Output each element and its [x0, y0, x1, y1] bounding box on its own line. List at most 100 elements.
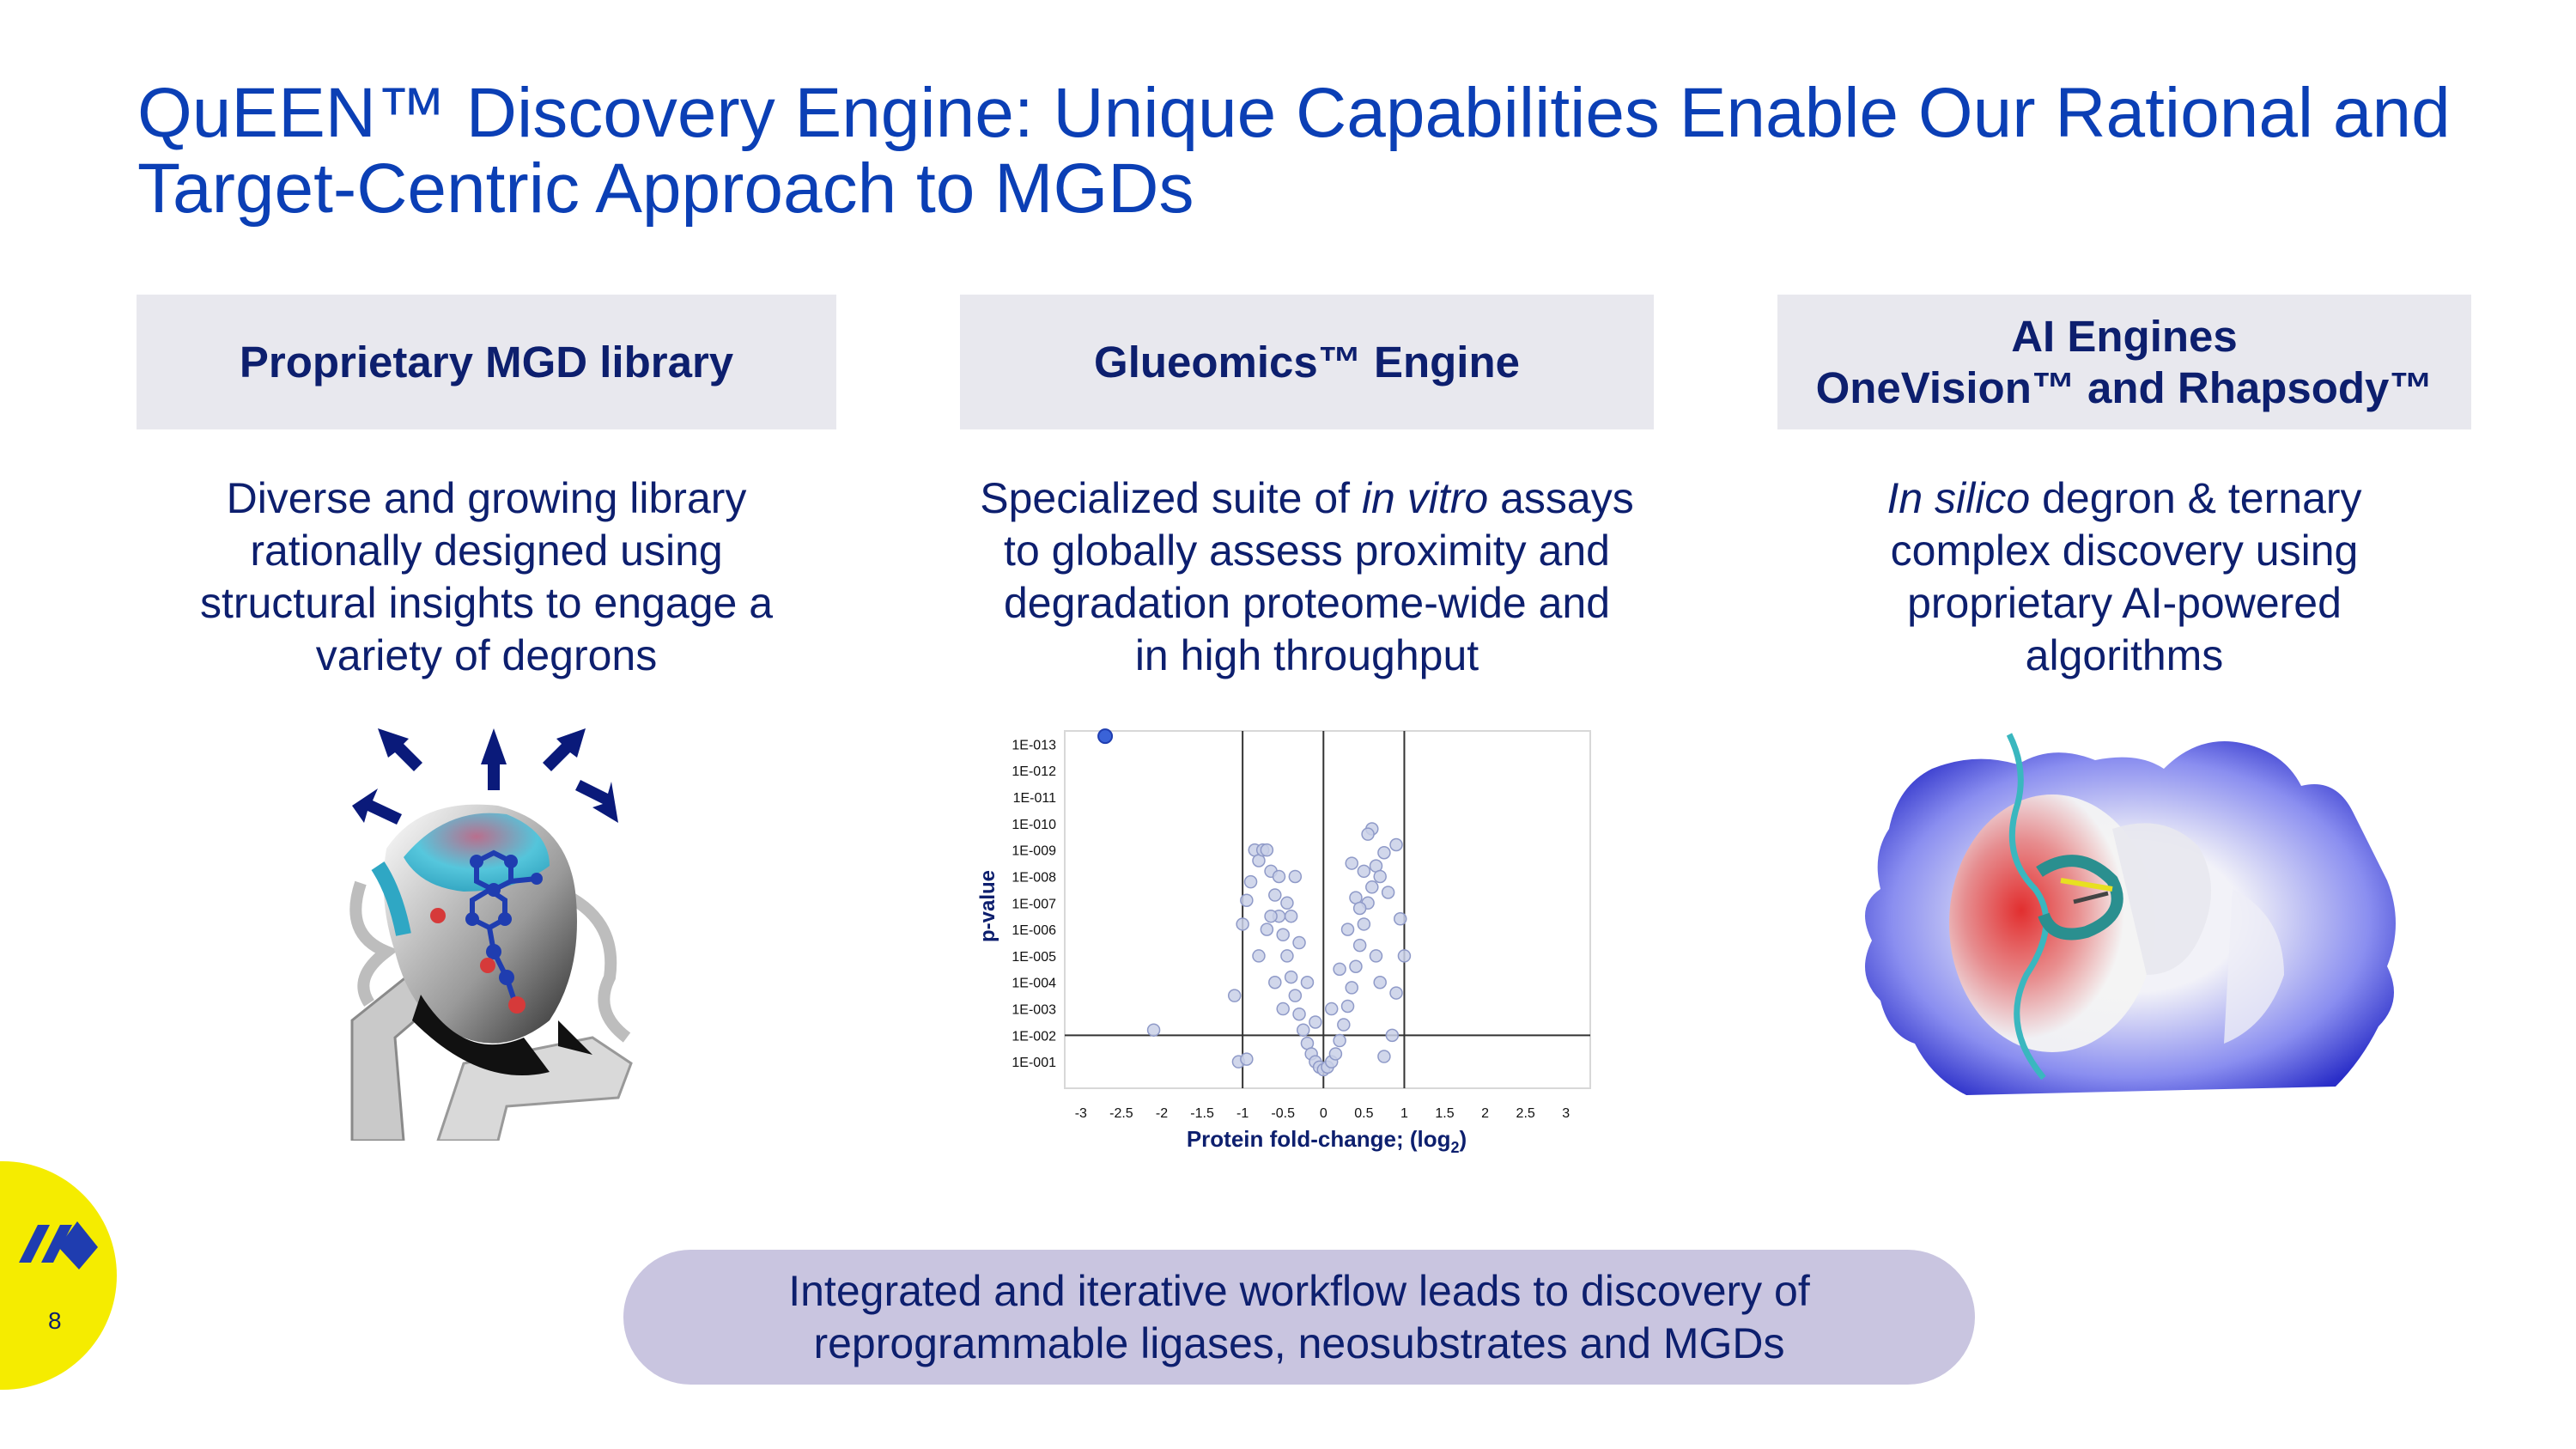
y-axis-label: p-value — [976, 870, 999, 942]
data-point — [1240, 1052, 1254, 1066]
slide-title: QuEEN™ Discovery Engine: Unique Capabili… — [137, 76, 2456, 227]
data-point — [1260, 843, 1274, 857]
description-line: proprietary AI-powered — [1907, 579, 2342, 627]
y-tick-label: 1E-005 — [1012, 950, 1056, 965]
data-point — [1393, 912, 1407, 926]
x-tick-label: -2 — [1156, 1106, 1168, 1121]
description-line: Specialized suite of in vitro assays — [960, 472, 1654, 525]
data-point — [1280, 949, 1294, 963]
y-tick-label: 1E-002 — [1012, 1029, 1056, 1044]
data-point — [1292, 935, 1306, 950]
data-point — [1236, 917, 1249, 931]
x-tick-label: -3 — [1075, 1106, 1087, 1121]
data-point — [1288, 989, 1303, 1002]
description-line: rationally designed using — [250, 527, 723, 575]
data-point — [1252, 949, 1266, 963]
data-point — [1240, 893, 1254, 907]
protein-surface-illustration — [1865, 733, 2396, 1095]
workflow-banner: Integrated and iterative workflow leads … — [623, 1250, 1975, 1385]
x-tick-label: 2 — [1481, 1106, 1489, 1121]
data-point — [1284, 970, 1298, 984]
data-point — [1369, 949, 1383, 963]
data-point — [1268, 975, 1282, 989]
x-axis-label: Protein fold-change; (log2) — [1187, 1126, 1467, 1156]
data-point — [1297, 1023, 1310, 1037]
plot-area — [1064, 730, 1591, 1089]
description-line: Diverse and growing library — [226, 474, 747, 522]
x-tick-label: -2.5 — [1109, 1106, 1133, 1121]
data-point — [1373, 869, 1387, 884]
description-line: algorithms — [2025, 631, 2224, 679]
data-point — [1300, 975, 1315, 989]
data-point — [1276, 1002, 1290, 1016]
data-point — [1227, 989, 1242, 1002]
header-label: Glueomics™ Engine — [1094, 337, 1520, 387]
data-point — [1276, 928, 1290, 942]
data-point — [1349, 959, 1363, 974]
data-point — [1381, 886, 1395, 899]
x-tick-label: 1 — [1400, 1106, 1408, 1121]
data-point — [1324, 1002, 1339, 1016]
header-label: AI Engines — [2011, 311, 2238, 361]
description-line: in high throughput — [1134, 631, 1479, 679]
y-tick-label: 1E-012 — [1012, 764, 1056, 779]
data-point — [1268, 888, 1282, 902]
data-point — [1377, 1050, 1391, 1063]
data-point — [1361, 827, 1375, 841]
data-point — [1345, 981, 1358, 995]
header-glueomics-engine: Glueomics™ Engine — [960, 295, 1654, 429]
title-line-2: Target-Centric Approach to MGDs — [137, 149, 1194, 228]
description-line: degradation proteome-wide and — [1003, 579, 1611, 627]
highlight-data-point — [1097, 728, 1114, 745]
data-point — [1385, 1028, 1400, 1043]
text-span: Specialized suite of — [980, 474, 1362, 522]
data-point — [1280, 896, 1294, 910]
header-label: OneVision™ and Rhapsody™ — [1815, 362, 2433, 412]
data-point — [1357, 864, 1371, 879]
page-number: 8 — [48, 1307, 62, 1334]
x-tick-label: 1.5 — [1435, 1106, 1454, 1121]
banner-line: Integrated and iterative workflow leads … — [788, 1266, 1810, 1315]
text-span: degron & ternary — [2030, 474, 2362, 522]
header-ai-engines: AI Engines OneVision™ and Rhapsody™ — [1777, 295, 2471, 429]
x-tick-label: 0 — [1320, 1106, 1327, 1121]
data-point — [1352, 901, 1367, 916]
y-tick-label: 1E-001 — [1012, 1056, 1056, 1070]
data-point — [1272, 869, 1286, 884]
title-line-1: QuEEN™ Discovery Engine: Unique Capabili… — [137, 74, 2451, 152]
x-tick-label: 3 — [1562, 1106, 1570, 1121]
y-tick-label: 1E-011 — [1013, 791, 1057, 806]
data-point — [1377, 845, 1391, 860]
data-point — [1146, 1023, 1161, 1037]
data-point — [1352, 938, 1367, 953]
italic-span: in vitro — [1361, 474, 1489, 522]
description-line: to globally assess proximity and — [1004, 527, 1610, 575]
y-tick-label: 1E-003 — [1012, 1003, 1056, 1018]
data-point — [1340, 999, 1355, 1014]
y-tick-label: 1E-013 — [1012, 738, 1056, 752]
data-point — [1328, 1047, 1343, 1061]
x-tick-label: 0.5 — [1354, 1106, 1373, 1121]
x-tick-label: -1.5 — [1190, 1106, 1214, 1121]
x-tick-label: -1 — [1236, 1106, 1249, 1121]
description-mgd-library: Diverse and growing library rationally d… — [137, 472, 836, 682]
header-label: Proprietary MGD library — [239, 337, 734, 387]
description-line: complex discovery using — [1890, 527, 2359, 575]
data-point — [1337, 1018, 1351, 1032]
x-axis-label-text: Protein fold-change; (log — [1187, 1126, 1451, 1152]
x-axis-label-subscript: 2 — [1450, 1139, 1459, 1156]
description-glueomics: Specialized suite of in vitro assays to … — [960, 472, 1654, 682]
data-point — [1389, 837, 1403, 852]
data-point — [1389, 986, 1403, 1000]
data-point — [1284, 909, 1298, 923]
data-point — [1345, 856, 1358, 870]
data-point — [1357, 917, 1371, 931]
data-point — [1333, 1033, 1346, 1048]
data-point — [1288, 869, 1303, 884]
x-tick-label: 2.5 — [1516, 1106, 1535, 1121]
company-logo-icon — [19, 1221, 98, 1269]
y-tick-label: 1E-008 — [1012, 870, 1056, 885]
data-point — [1260, 922, 1274, 936]
logo-badge — [0, 1161, 117, 1390]
